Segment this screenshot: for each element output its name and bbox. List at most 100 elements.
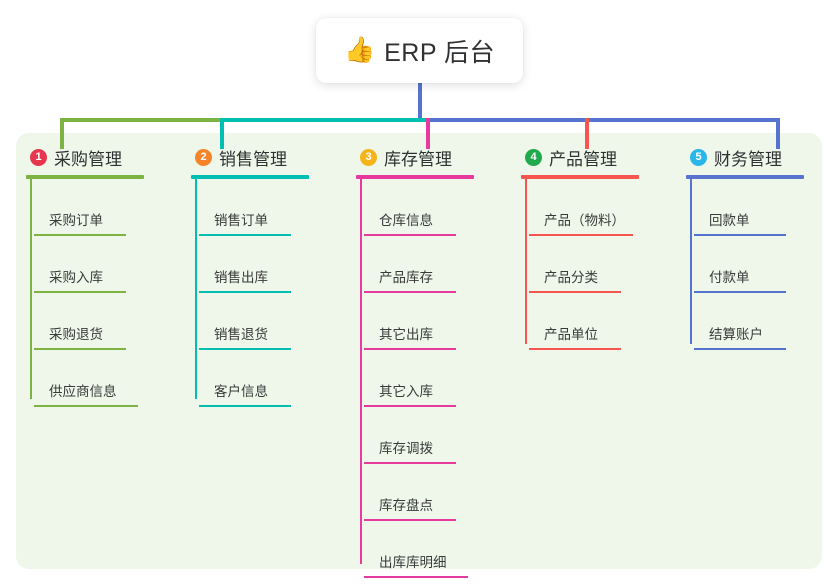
branch-item[interactable]: 其它入库 (364, 350, 506, 407)
branch-item-rule (34, 291, 126, 293)
branch-title: 产品管理 (549, 149, 617, 169)
diagram-background-panel (16, 133, 822, 569)
branch-item-label: 产品分类 (544, 270, 598, 285)
branch-item-rule (199, 234, 291, 236)
branch-item[interactable]: 销售退货 (199, 293, 341, 350)
branch-item[interactable]: 库存盘点 (364, 464, 506, 521)
branch-item-rule (364, 348, 456, 350)
root-node-label: ERP 后台 (384, 38, 496, 67)
branch-title: 采购管理 (54, 149, 122, 169)
branch-item-rule (34, 405, 138, 407)
branch-item-rule (199, 291, 291, 293)
branch-header-rule (686, 175, 804, 179)
branch-title: 财务管理 (714, 149, 782, 169)
branch-number-badge: 2 (195, 148, 212, 166)
branch-drop-3 (426, 118, 430, 149)
branch-item-label: 采购入库 (49, 270, 103, 285)
root-node[interactable]: 👍 ERP 后台 (316, 18, 523, 83)
branch-item-rule (694, 291, 786, 293)
branch-number-badge: 4 (525, 148, 542, 166)
branch-item[interactable]: 结算账户 (694, 293, 836, 350)
branch-title: 库存管理 (384, 149, 452, 169)
branch-number-badge: 5 (690, 148, 707, 166)
branch-items: 仓库信息产品库存其它出库其它入库库存调拨库存盘点出库库明细 (356, 179, 506, 578)
branch-item[interactable]: 采购入库 (34, 236, 176, 293)
branch-items: 产品（物料） 产品分类产品单位 (521, 179, 671, 350)
branch-item-label: 产品单位 (544, 327, 598, 342)
branch-item-label: 销售退货 (214, 327, 268, 342)
branch-drop-5 (776, 118, 780, 149)
branch-drop-2 (220, 118, 224, 149)
branch-item-label: 销售出库 (214, 270, 268, 285)
branch-column-采购管理: 1 采购管理采购订单采购入库采购退货供应商信息 (26, 144, 176, 407)
branch-column-财务管理: 5 财务管理回款单付款单结算账户 (686, 144, 836, 350)
branch-item[interactable]: 采购订单 (34, 179, 176, 236)
branch-item-rule (199, 405, 291, 407)
branch-item-rule (34, 234, 126, 236)
branch-item[interactable]: 销售订单 (199, 179, 341, 236)
branch-header-销售管理[interactable]: 2 销售管理 (191, 144, 341, 170)
branch-item-label: 采购订单 (49, 213, 103, 228)
branch-item-label: 其它出库 (379, 327, 433, 342)
branch-item[interactable]: 其它出库 (364, 293, 506, 350)
branch-header-产品管理[interactable]: 4 产品管理 (521, 144, 671, 170)
branch-spine (690, 179, 692, 344)
branch-item-label: 出库库明细 (379, 555, 447, 570)
branch-item-label: 库存调拨 (379, 441, 433, 456)
branch-items: 回款单付款单结算账户 (686, 179, 836, 350)
branch-column-销售管理: 2 销售管理销售订单销售出库销售退货客户信息 (191, 144, 341, 407)
branch-column-产品管理: 4 产品管理产品（物料） 产品分类产品单位 (521, 144, 671, 350)
branch-items: 销售订单销售出库销售退货客户信息 (191, 179, 341, 407)
branch-item[interactable]: 产品（物料） (529, 179, 671, 236)
branch-item-label: 结算账户 (709, 327, 763, 342)
branch-item-rule (529, 348, 621, 350)
branch-number-badge: 1 (30, 148, 47, 166)
branch-item[interactable]: 库存调拨 (364, 407, 506, 464)
branch-item[interactable]: 出库库明细 (364, 521, 506, 578)
branch-item-rule (34, 348, 126, 350)
branch-item-rule (364, 462, 456, 464)
branch-item-rule (529, 234, 633, 236)
branch-item[interactable]: 产品单位 (529, 293, 671, 350)
bus-segment-3 (426, 118, 780, 122)
branch-item[interactable]: 采购退货 (34, 293, 176, 350)
bus-segment-2 (220, 118, 426, 122)
branch-item-rule (364, 519, 456, 521)
branch-item-label: 仓库信息 (379, 213, 433, 228)
branch-header-rule (191, 175, 309, 179)
branch-item-label: 产品（物料） (544, 213, 625, 228)
branch-item-label: 付款单 (709, 270, 750, 285)
branch-item-rule (694, 348, 786, 350)
branch-item[interactable]: 供应商信息 (34, 350, 176, 407)
branch-item-label: 采购退货 (49, 327, 103, 342)
branch-item-rule (364, 576, 468, 578)
branch-item[interactable]: 客户信息 (199, 350, 341, 407)
branch-item-rule (694, 234, 786, 236)
branch-header-rule (26, 175, 144, 179)
branch-item[interactable]: 产品库存 (364, 236, 506, 293)
root-trunk-connector (418, 83, 422, 122)
branch-header-财务管理[interactable]: 5 财务管理 (686, 144, 836, 170)
branch-header-采购管理[interactable]: 1 采购管理 (26, 144, 176, 170)
branch-item-rule (364, 291, 456, 293)
branch-item[interactable]: 销售出库 (199, 236, 341, 293)
branch-spine (195, 179, 197, 399)
branch-header-rule (521, 175, 639, 179)
branch-spine (360, 179, 362, 564)
branch-item[interactable]: 仓库信息 (364, 179, 506, 236)
bus-segment-1 (60, 118, 220, 122)
branch-item-label: 销售订单 (214, 213, 268, 228)
branch-item[interactable]: 付款单 (694, 236, 836, 293)
branch-drop-1 (60, 118, 64, 149)
branch-item[interactable]: 产品分类 (529, 236, 671, 293)
branch-spine (30, 179, 32, 399)
branch-item-label: 产品库存 (379, 270, 433, 285)
branch-spine (525, 179, 527, 344)
thumbs-up-icon: 👍 (343, 36, 376, 64)
branch-title: 销售管理 (219, 149, 287, 169)
branch-item-rule (529, 291, 621, 293)
branch-item[interactable]: 回款单 (694, 179, 836, 236)
branch-item-rule (364, 405, 456, 407)
